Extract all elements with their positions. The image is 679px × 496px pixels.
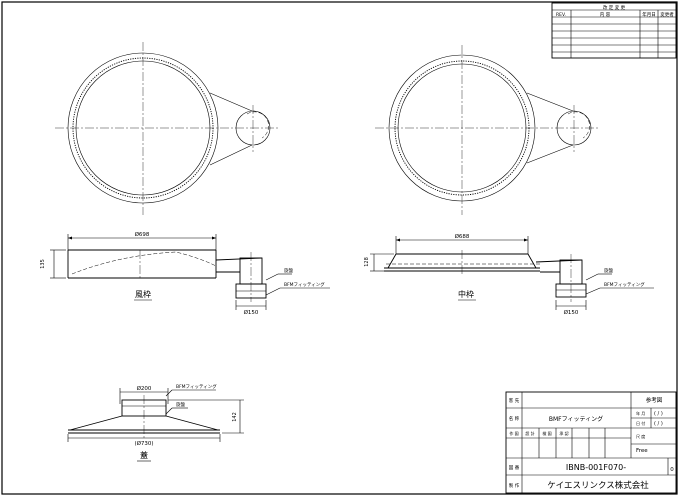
middle-frame-dim-outlet: Ø150 [564, 309, 579, 316]
revision-col-date: 年月日 [642, 11, 656, 18]
lid-dim-height: 142 [232, 412, 238, 422]
middle-frame-side-view: Ø688 128 Ø150 旋盤 BFMフィッティング 中枠 [364, 233, 654, 316]
tb-maker-value: ケイエスリンクス株式会社 [547, 480, 649, 491]
outer-frame-label-packing: 旋盤 [284, 267, 293, 274]
tb-label-customer: 客 先 [509, 397, 520, 404]
tb-revision-digit: 0 [670, 467, 674, 473]
tb-label-date-row2: 日 付 [636, 420, 645, 426]
revision-header: 改 定 変 更 [603, 4, 626, 11]
tb-label-check: 検 図 [542, 430, 551, 436]
tb-label-name: 名 称 [509, 415, 520, 422]
tb-label-date-row1: 年 月 [636, 410, 645, 416]
middle-frame-plan-view [375, 45, 600, 215]
middle-frame-label-fitting: BFMフィッティング [604, 281, 645, 288]
revision-col-person: 変更者 [660, 11, 674, 18]
title-block: 客 先 参考図 名 称 BMFフィッティング 年 月 日 付 ( / ) ( /… [505, 391, 677, 494]
tb-label-number: 図 番 [509, 464, 520, 471]
lid-dim-diameter: (Ø730) [134, 440, 153, 447]
tb-label-maker: 製 作 [509, 482, 520, 489]
revision-table: 改 定 変 更 REV. 内 容 年月日 変更者 [551, 2, 677, 59]
revision-col-rev: REV. [556, 12, 566, 18]
outer-frame-side-view: Ø698 135 Ø150 旋盤 BFMフィッティング 風枠 [40, 231, 330, 316]
lid-label-fitting: BFMフィッティング [176, 383, 217, 390]
tb-label-ref: 参考図 [646, 396, 663, 404]
tb-name-value: BMFフィッティング [549, 415, 603, 423]
lid-dim-top: Ø200 [137, 385, 152, 392]
lid-side-view: Ø200 (Ø730) 142 BFMフィッティング 旋盤 蓋 [67, 383, 244, 462]
outer-frame-dim-outlet: Ø150 [244, 309, 259, 316]
outer-frame-dim-height: 135 [40, 259, 46, 269]
lid-name: 蓋 [140, 450, 148, 460]
outer-frame-label-fitting: BFMフィッティング [284, 281, 325, 288]
revision-col-content: 内 容 [600, 11, 611, 18]
lid-label-packing: 旋盤 [176, 401, 185, 408]
tb-label-approve: 承 認 [559, 430, 568, 436]
middle-frame-name: 中枠 [458, 289, 474, 299]
outer-frame-name: 風枠 [135, 289, 151, 299]
outer-frame-dim-diameter: Ø698 [135, 231, 150, 238]
tb-label-design: 設 計 [525, 430, 534, 436]
outer-frame-plan-view [55, 42, 280, 215]
tb-number-value: IBNB-001F070- [566, 463, 626, 472]
tb-date-row1: ( / ) [654, 411, 663, 417]
middle-frame-dim-diameter: Ø688 [455, 233, 470, 240]
tb-scale-value: Free [636, 448, 648, 454]
middle-frame-dim-height: 128 [364, 257, 370, 267]
tb-date-row2: ( / ) [654, 421, 663, 427]
middle-frame-label-packing: 旋盤 [604, 267, 613, 274]
tb-label-scale: 尺 度 [636, 433, 645, 439]
tb-label-drawn: 作 図 [509, 430, 518, 436]
